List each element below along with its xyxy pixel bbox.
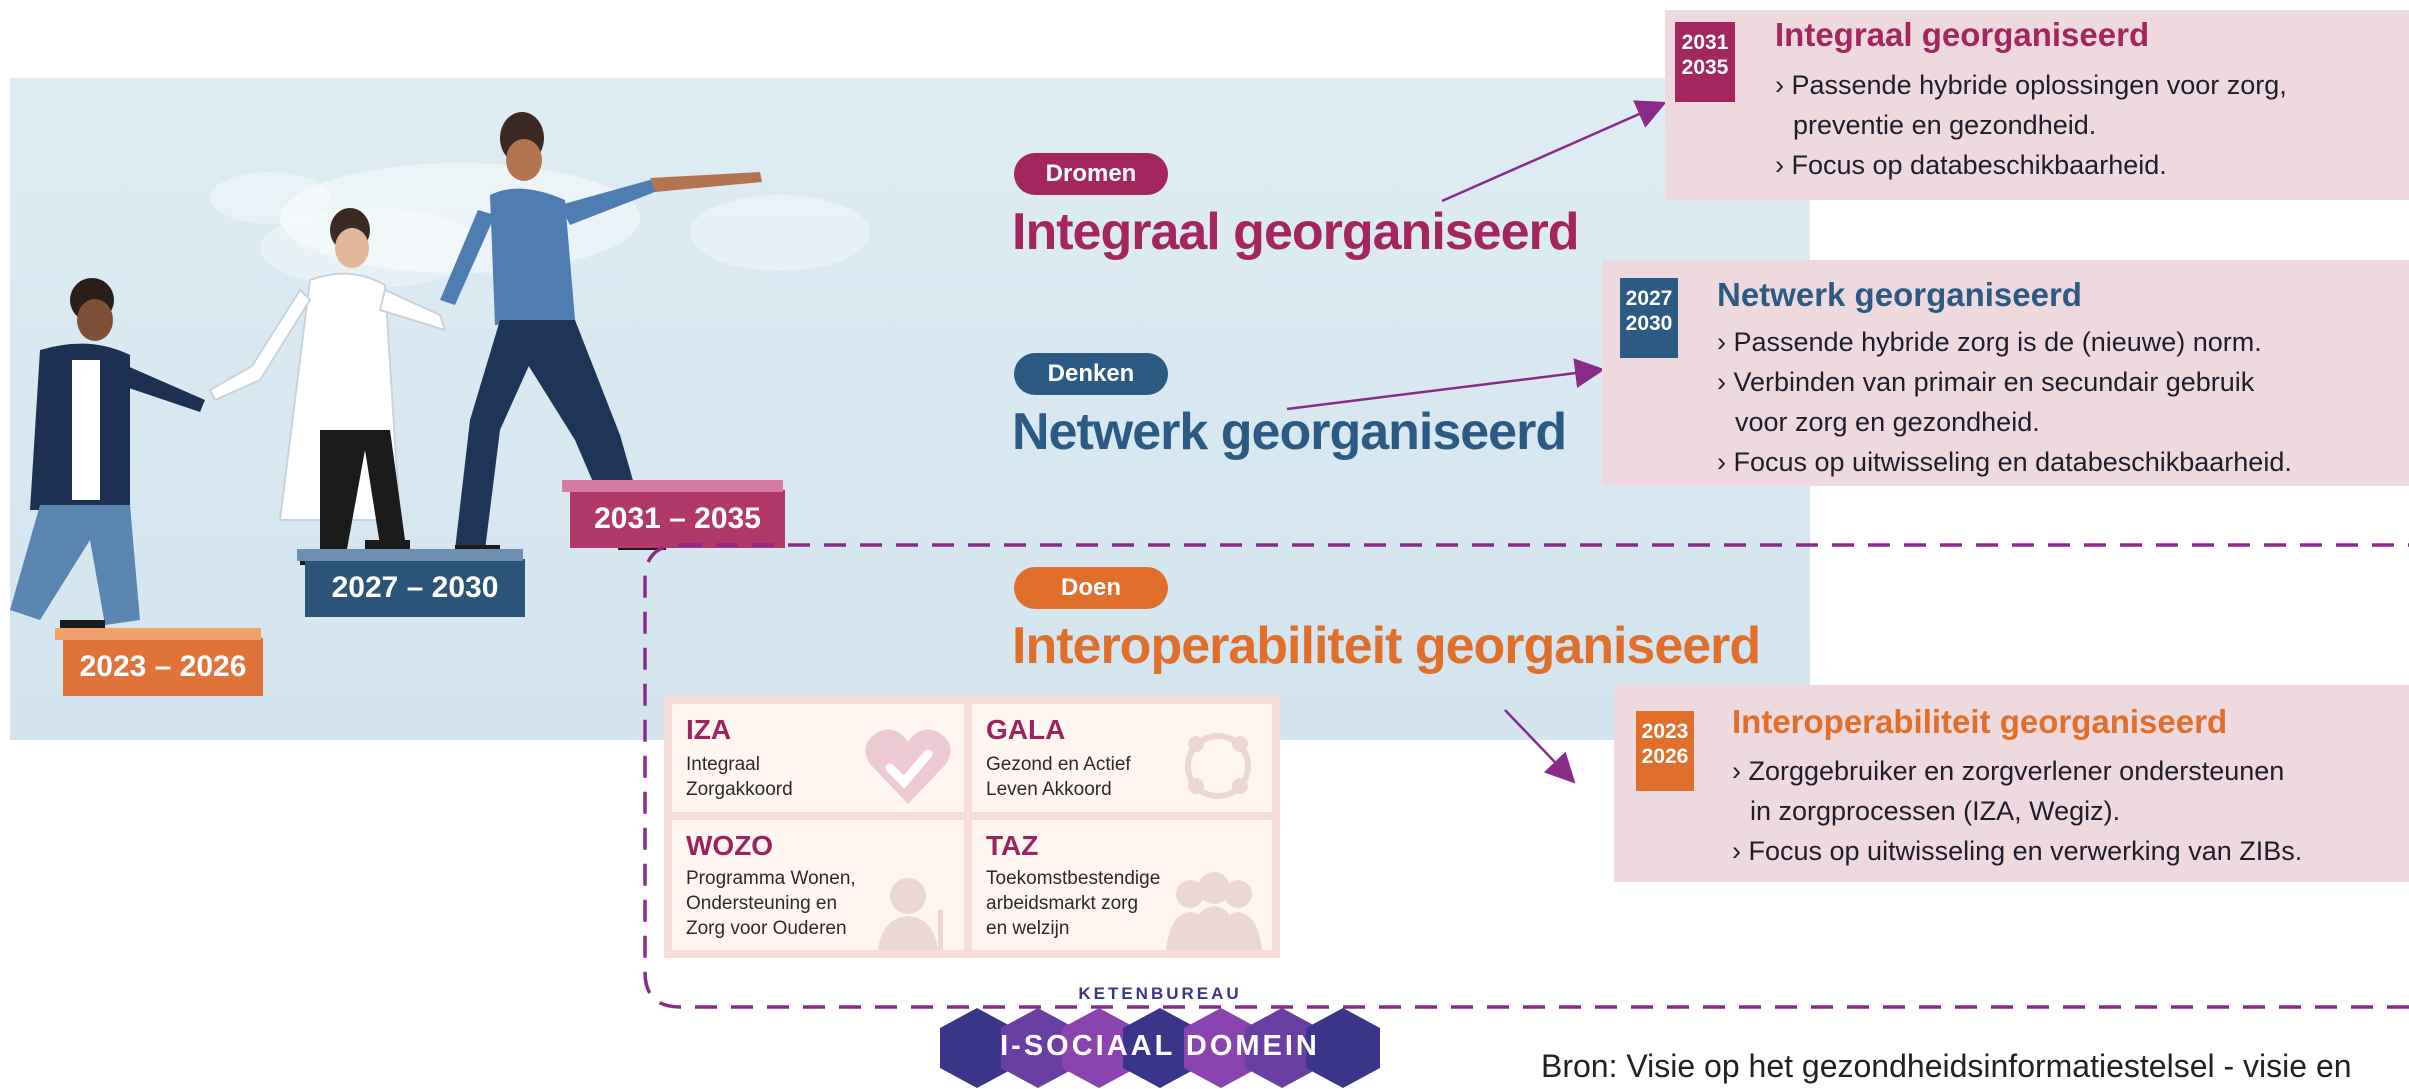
bullet-item: › Passende hybride oplossingen voor zorg… [1775, 65, 2287, 145]
agreement-wozo: WOZO Programma Wonen, Ondersteuning en Z… [672, 820, 964, 950]
card-title: Netwerk georganiseerd [1717, 276, 2082, 313]
arrow-to-2027-card [1286, 358, 1605, 411]
agreement-iza: IZA Integraal Zorgakkoord [672, 704, 964, 812]
step-label: 2023 – 2026 [79, 650, 247, 683]
year-badge: 2023 2026 [1636, 711, 1694, 791]
patient-icon [10, 278, 205, 632]
source-caption: Bron: Visie op het gezondheidsinformatie… [1541, 1048, 2352, 1084]
phase-pill-doen: Doen [1014, 567, 1168, 609]
step-2027-2030: 2027 – 2030 [305, 559, 525, 617]
arrow-to-2031-card [1441, 100, 1667, 203]
bullet-line: › Focus op uitwisseling en databeschikba… [1717, 447, 2292, 477]
desc-line: Ondersteuning en [686, 893, 838, 914]
bullet-line: › Passende hybride zorg is de (nieuwe) n… [1717, 327, 2262, 357]
agreement-description: Gezond en Actief Leven Akkoord [986, 752, 1131, 802]
bullet-item: › Focus op uitwisseling en databeschikba… [1717, 442, 2292, 482]
logo-top-text: KETENBUREAU [1078, 984, 1242, 1003]
agreement-code: IZA [686, 714, 732, 745]
desc-line: Zorg voor Ouderen [686, 918, 847, 939]
step-top-face [297, 549, 523, 561]
agreement-description: Toekomstbestendige arbeidsmarkt zorg en … [986, 866, 1160, 941]
people-circle-icon [1185, 733, 1251, 799]
group-people-icon [1166, 872, 1262, 950]
heart-check-icon [865, 729, 951, 804]
bullet-item: › Focus op databeschikbaarheid. [1775, 145, 2287, 185]
agreement-taz: TAZ Toekomstbestendige arbeidsmarkt zorg… [972, 820, 1272, 950]
step-2023-2026: 2023 – 2026 [63, 638, 263, 696]
elderly-person-icon [878, 878, 943, 950]
year-from: 2027 [1625, 287, 1673, 310]
year-to: 2026 [1641, 745, 1689, 768]
logo-main-text: I-SOCIAAL DOMEIN [1000, 1030, 1320, 1062]
bullet-line: voor zorg en gezondheid. [1735, 407, 2040, 437]
phase-title-interoperabiliteit: Interoperabiliteit georganiseerd [1012, 617, 1761, 675]
step-label: 2031 – 2035 [594, 502, 761, 535]
bullet-line: › Passende hybride oplossingen voor zorg… [1775, 70, 2287, 100]
phase-pill-dromen: Dromen [1014, 153, 1168, 195]
bullet-line: › Focus op databeschikbaarheid. [1775, 150, 2167, 180]
phase-card-2031-2035: 2031 2035 Integraal georganiseerd › Pass… [1665, 10, 2409, 200]
bullet-line: › Zorggebruiker en zorgverlener onderste… [1732, 756, 2285, 786]
phase-title-netwerk: Netwerk georganiseerd [1012, 403, 1567, 461]
bullet-item: › Verbinden van primair en secundair geb… [1717, 362, 2292, 442]
year-from: 2031 [1681, 31, 1729, 54]
pill-label: Denken [1047, 360, 1135, 387]
bullet-line: preventie en gezondheid. [1793, 110, 2097, 140]
card-title: Interoperabiliteit georganiseerd [1732, 703, 2228, 740]
agreements-grid: IZA Integraal Zorgakkoord GALA Gezond en… [664, 696, 1280, 958]
year-to: 2030 [1625, 312, 1673, 335]
card-bullets: › Passende hybride oplossingen voor zorg… [1775, 65, 2287, 185]
pill-label: Dromen [1045, 160, 1137, 187]
phase-card-2027-2030: 2027 2030 Netwerk georganiseerd › Passen… [1602, 260, 2409, 486]
ketenbureau-logo: KETENBUREAU I-SOCIAAL DOMEIN [935, 984, 1385, 1089]
year-from: 2023 [1641, 720, 1689, 743]
step-top-face [55, 628, 261, 640]
desc-line: Leven Akkoord [986, 779, 1112, 800]
bullet-item: › Focus op uitwisseling en verwerking va… [1732, 831, 2302, 871]
desc-line: Zorgakkoord [686, 779, 793, 800]
agreement-description: Integraal Zorgakkoord [686, 752, 793, 802]
card-title: Integraal georganiseerd [1775, 16, 2150, 53]
bullet-line: › Focus op uitwisseling en verwerking va… [1732, 836, 2303, 866]
step-2031-2035: 2031 – 2035 [570, 490, 785, 548]
agreement-code: TAZ [986, 830, 1039, 861]
year-to: 2035 [1681, 56, 1729, 79]
phase-pill-denken: Denken [1014, 353, 1168, 395]
desc-line: Integraal [686, 754, 760, 775]
desc-line: Toekomstbestendige [986, 868, 1161, 889]
card-bullets: › Zorggebruiker en zorgverlener onderste… [1732, 751, 2302, 871]
bullet-item: › Zorggebruiker en zorgverlener onderste… [1732, 751, 2302, 831]
desc-line: Gezond en Actief [986, 754, 1131, 775]
year-badge: 2031 2035 [1675, 22, 1735, 102]
agreement-description: Programma Wonen, Ondersteuning en Zorg v… [686, 866, 856, 941]
agreement-code: WOZO [686, 830, 774, 861]
bullet-item: › Passende hybride zorg is de (nieuwe) n… [1717, 322, 2292, 362]
phase-card-2023-2026: 2023 2026 Interoperabiliteit georganisee… [1614, 685, 2409, 882]
pill-label: Doen [1061, 574, 1121, 601]
card-bullets: › Passende hybride zorg is de (nieuwe) n… [1717, 322, 2292, 482]
desc-line: arbeidsmarkt zorg [986, 893, 1139, 914]
bullet-line: › Verbinden van primair en secundair geb… [1717, 367, 2255, 397]
desc-line: Programma Wonen, [686, 868, 856, 889]
agreement-code: GALA [986, 714, 1066, 745]
logo-hexagon [1306, 1008, 1380, 1088]
step-top-face [562, 480, 783, 492]
arrow-to-2023-card [1504, 709, 1576, 784]
phase-title-integraal: Integraal georganiseerd [1012, 203, 1580, 261]
dashed-region-border [643, 543, 2409, 1009]
agreement-gala: GALA Gezond en Actief Leven Akkoord [972, 704, 1272, 812]
bullet-line: in zorgprocessen (IZA, Wegiz). [1750, 796, 2121, 826]
desc-line: en welzijn [986, 918, 1070, 939]
doctor-icon [208, 208, 447, 565]
step-label: 2027 – 2030 [331, 571, 499, 604]
year-badge: 2027 2030 [1620, 278, 1678, 358]
